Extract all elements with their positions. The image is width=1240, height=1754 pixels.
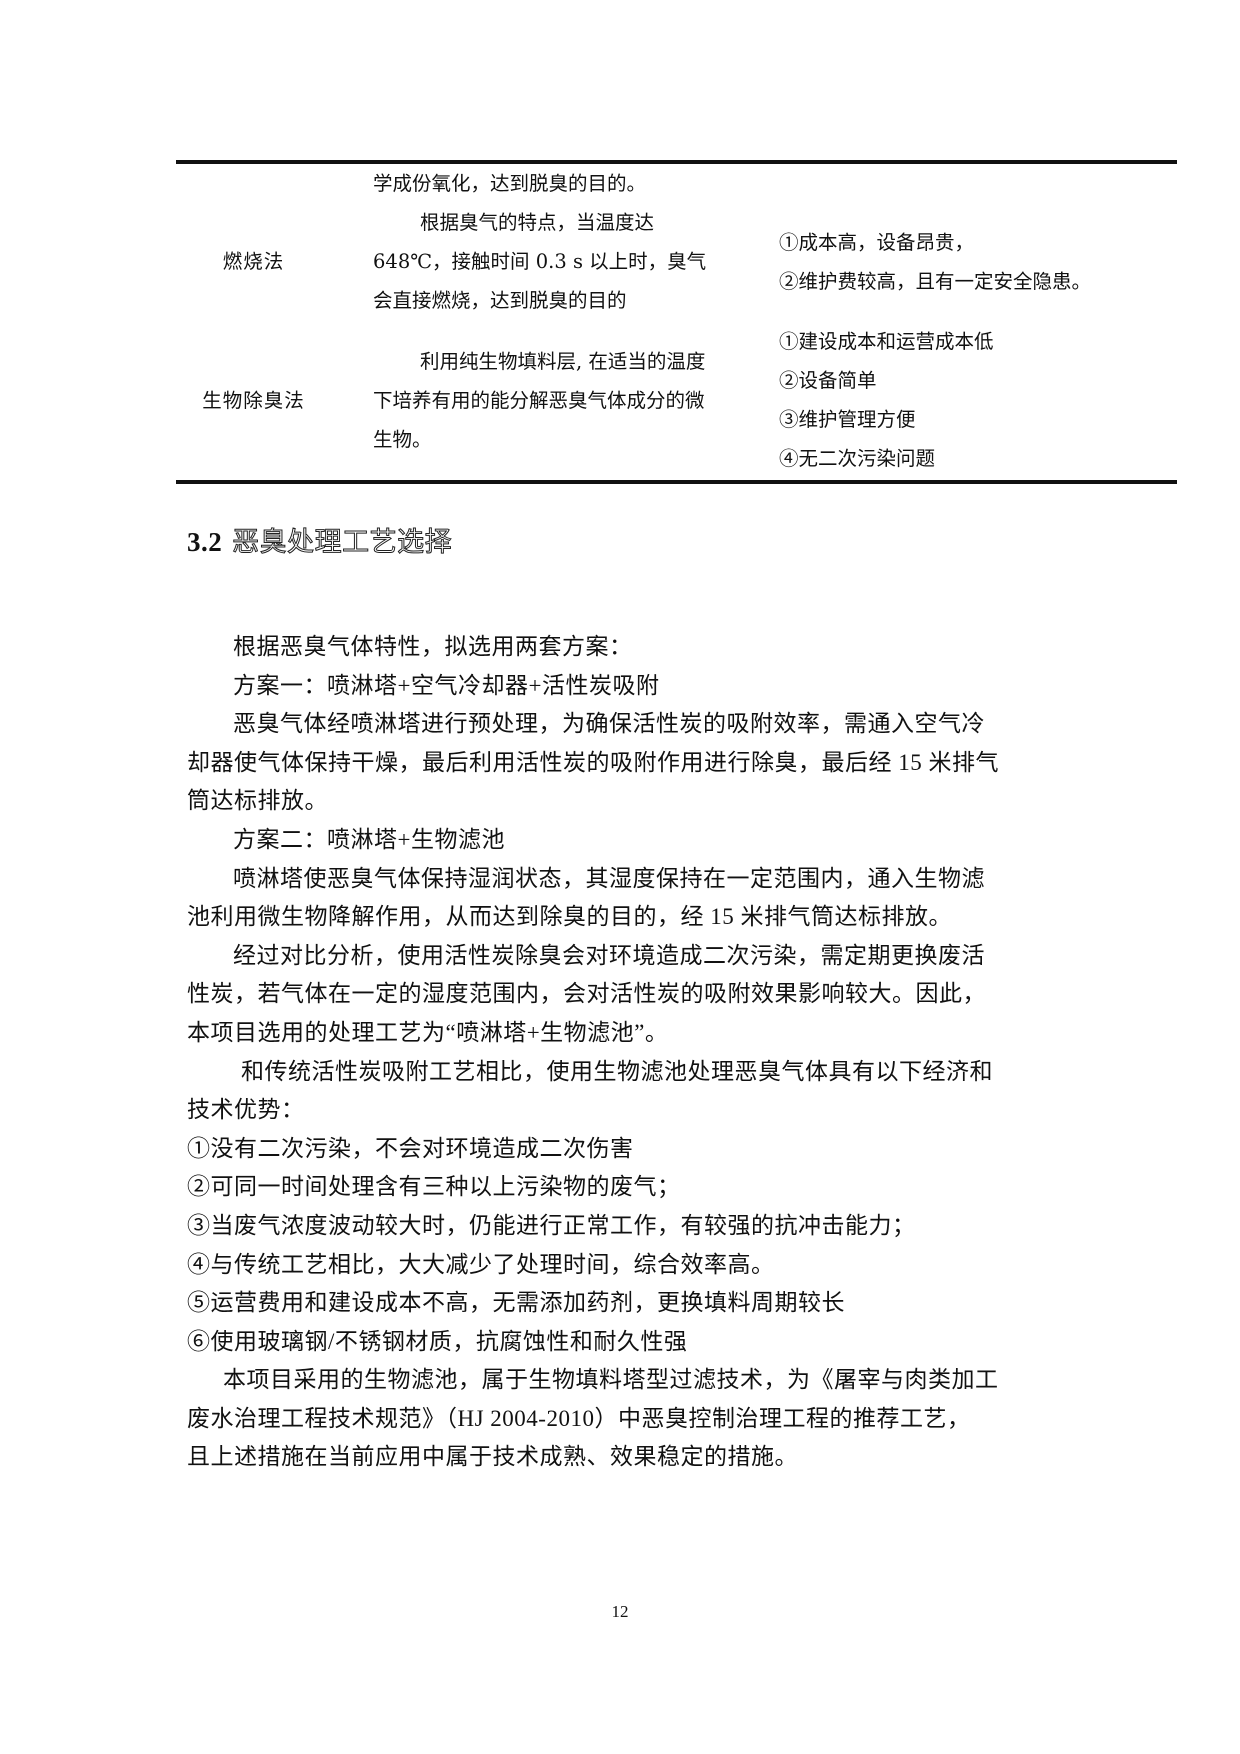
paragraph-line: 技术优势： bbox=[187, 1097, 305, 1123]
method-cell bbox=[176, 164, 373, 203]
advantage-item: ⑤运营费用和建设成本不高，无需添加药剂，更换填料周期较长 bbox=[187, 1290, 845, 1316]
advantage-item: ④与传统工艺相比，大大减少了处理时间，综合效率高。 bbox=[187, 1251, 775, 1277]
section-heading: 3.2 恶臭处理工艺选择 bbox=[187, 520, 452, 559]
advantage-item: ①没有二次污染，不会对环境造成二次伤害 bbox=[187, 1135, 634, 1161]
paragraph-line: 和传统活性炭吸附工艺相比，使用生物滤池处理恶臭气体具有以下经济和 bbox=[241, 1058, 993, 1084]
table-bottom-rule bbox=[176, 480, 1177, 484]
plan-two-title: 方案二：喷淋塔+生物滤池 bbox=[233, 826, 505, 852]
paragraph-line: 废水治理工程技术规范》（HJ 2004-2010）中恶臭控制治理工程的推荐工艺， bbox=[187, 1405, 971, 1431]
paragraph-line: 本项目采用的生物滤池，属于生物填料塔型过滤技术，为《屠宰与肉类加工 bbox=[223, 1367, 999, 1393]
principle-line: 根据臭气的特点，当温度达 bbox=[420, 211, 655, 234]
paragraph-intro: 根据恶臭气体特性，拟选用两套方案： bbox=[233, 634, 633, 659]
principle-line: 利用纯生物填料层, 在适当的温度 bbox=[420, 349, 706, 373]
feature-item: ③维护管理方便 bbox=[779, 408, 916, 431]
advantage-item: ③当废气浓度波动较大时，仍能进行正常工作，有较强的抗冲击能力； bbox=[187, 1212, 916, 1238]
feature-item: ①成本高，设备昂贵， bbox=[779, 230, 975, 254]
method-cell-combustion: 燃烧法 bbox=[222, 250, 285, 273]
feature-item: ②维护费较高，且有一定安全隐患。 bbox=[779, 269, 1092, 293]
principle-cell: 学成份氧化，达到脱臭的目的。 bbox=[373, 164, 776, 203]
paragraph-line: 性炭，若气体在一定的湿度范围内，会对活性炭的吸附效果影响较大。因此， bbox=[187, 981, 986, 1007]
table-row-combustion: 燃烧法 根据臭气的特点，当温度达 648℃，接触时间 0.3 s 以上时，臭气 … bbox=[176, 203, 1177, 320]
principle-line: 648℃，接触时间 0.3 s 以上时，臭气 bbox=[373, 250, 707, 273]
feature-item: ①建设成本和运营成本低 bbox=[779, 330, 994, 353]
paragraph-line: 经过对比分析，使用活性炭除臭会对环境造成二次污染，需定期更换废活 bbox=[233, 942, 985, 968]
principle-line: 生物。 bbox=[373, 427, 432, 451]
principle-cell-biological: 利用纯生物填料层, 在适当的温度 下培养有用的能分解恶臭气体成分的微 生物。 bbox=[373, 320, 776, 480]
paragraph-line: 筒达标排放。 bbox=[187, 788, 328, 814]
paragraph-line: 恶臭气体经喷淋塔进行预处理，为确保活性炭的吸附效率，需通入空气冷 bbox=[233, 711, 985, 737]
table-top-rule bbox=[176, 160, 1177, 164]
advantage-item: ②可同一时间处理含有三种以上污染物的废气； bbox=[187, 1174, 681, 1200]
paragraph-line: 且上述措施在当前应用中属于技术成熟、效果稳定的措施。 bbox=[187, 1444, 798, 1470]
paragraph-line: 本项目选用的处理工艺为“喷淋塔+生物滤池”。 bbox=[187, 1019, 669, 1045]
advantage-item: ⑥使用玻璃钢/不锈钢材质，抗腐蚀性和耐久性强 bbox=[187, 1328, 688, 1354]
features-cell bbox=[776, 164, 1177, 203]
principle-line: 学成份氧化，达到脱臭的目的。 bbox=[373, 172, 647, 195]
features-cell-combustion: ①成本高，设备昂贵， ②维护费较高，且有一定安全隐患。 bbox=[776, 203, 1177, 320]
method-cell-biological: 生物除臭法 bbox=[202, 388, 305, 412]
section-title: 恶臭处理工艺选择 bbox=[232, 527, 453, 559]
page-number: 12 bbox=[611, 1602, 629, 1621]
table-row-continued: 学成份氧化，达到脱臭的目的。 bbox=[176, 164, 1177, 203]
deodorization-methods-table: 学成份氧化，达到脱臭的目的。 燃烧法 根据臭气的特点，当温度达 648℃，接触时… bbox=[176, 160, 1177, 484]
features-cell-biological: ①建设成本和运营成本低 ②设备简单 ③维护管理方便 ④无二次污染问题 bbox=[776, 320, 1177, 480]
plan-one-title: 方案一：喷淋塔+空气冷却器+活性炭吸附 bbox=[233, 672, 660, 698]
section-number: 3.2 bbox=[187, 527, 223, 557]
feature-item: ②设备简单 bbox=[779, 369, 877, 392]
methods-table: 学成份氧化，达到脱臭的目的。 燃烧法 根据臭气的特点，当温度达 648℃，接触时… bbox=[176, 164, 1177, 480]
body-text: 根据恶臭气体特性，拟选用两套方案： 方案一：喷淋塔+空气冷却器+活性炭吸附 恶臭… bbox=[187, 628, 1057, 1477]
principle-line: 会直接燃烧，达到脱臭的目的 bbox=[373, 289, 627, 312]
principle-cell-combustion: 根据臭气的特点，当温度达 648℃，接触时间 0.3 s 以上时，臭气 会直接燃… bbox=[373, 203, 776, 320]
principle-line: 下培养有用的能分解恶臭气体成分的微 bbox=[373, 388, 705, 412]
paragraph-line: 喷淋塔使恶臭气体保持湿润状态，其湿度保持在一定范围内，通入生物滤 bbox=[233, 865, 985, 891]
table-row-biological: 生物除臭法 利用纯生物填料层, 在适当的温度 下培养有用的能分解恶臭气体成分的微… bbox=[176, 320, 1177, 480]
feature-item: ④无二次污染问题 bbox=[779, 447, 936, 470]
paragraph-line: 池利用微生物降解作用，从而达到除臭的目的，经 15 米排气筒达标排放。 bbox=[187, 904, 952, 930]
paragraph-line: 却器使气体保持干燥，最后利用活性炭的吸附作用进行除臭，最后经 15 米排气 bbox=[187, 749, 999, 775]
